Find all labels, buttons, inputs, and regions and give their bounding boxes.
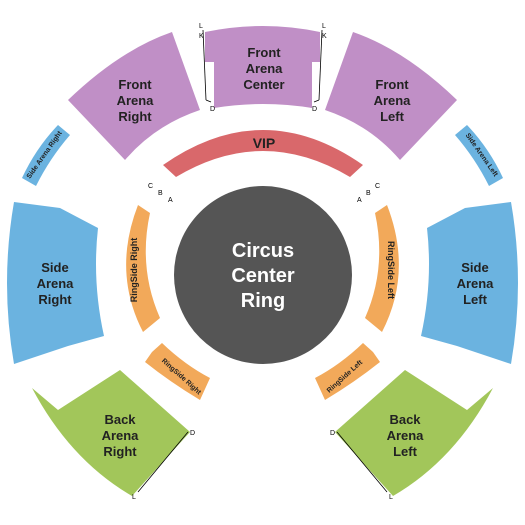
center-label-line2: Center xyxy=(231,265,295,287)
section-ringside-right[interactable] xyxy=(126,205,160,332)
side-arena-left-line1: Side xyxy=(461,260,488,275)
section-ringside-left[interactable] xyxy=(365,205,399,332)
front-arena-center-line1: Front xyxy=(247,45,281,60)
side-arena-right-small-label: Side Arena Right xyxy=(26,130,64,181)
row-label-mid-left-A: A xyxy=(168,197,173,204)
row-label-bottom-left-D: D xyxy=(190,430,195,437)
side-arena-left-line3: Left xyxy=(463,292,488,307)
row-label-mid-right-C: C xyxy=(375,183,380,190)
ringside-right-label: RingSide Right xyxy=(129,238,139,303)
section-back-arena-left[interactable] xyxy=(335,370,493,496)
section-side-arena-left[interactable] xyxy=(421,202,518,364)
circus-center-ring[interactable] xyxy=(174,186,352,364)
row-label-mid-right-A: A xyxy=(357,197,362,204)
front-arena-right-line1: Front xyxy=(118,77,152,92)
row-label-top-right-K: K xyxy=(322,33,327,40)
side-arena-right-line2: Arena xyxy=(37,276,75,291)
row-label-bottom-left-L: L xyxy=(132,494,136,501)
section-vip[interactable] xyxy=(163,130,363,177)
row-line-top-left xyxy=(202,29,207,101)
side-arena-left-line2: Arena xyxy=(457,276,495,291)
back-arena-right-line3: Right xyxy=(103,444,137,459)
center-label-line1: Circus xyxy=(232,240,294,262)
back-arena-left-line2: Arena xyxy=(387,428,425,443)
row-label-top-right-L: L xyxy=(322,23,326,30)
row-label-top-left-L: L xyxy=(199,23,203,30)
row-label-bottom-right-L: L xyxy=(389,494,393,501)
row-label-top-left-D: D xyxy=(210,106,215,113)
front-arena-right-line3: Right xyxy=(118,109,152,124)
side-arena-right-line1: Side xyxy=(41,260,68,275)
center-label-line3: Ring xyxy=(241,290,285,312)
row-label-top-right-D: D xyxy=(312,106,317,113)
row-line-bottom-right xyxy=(336,431,388,493)
section-front-arena-right[interactable] xyxy=(68,32,200,160)
row-line-top-right xyxy=(318,29,323,101)
row-label-mid-left-C: C xyxy=(148,183,153,190)
back-arena-right-line2: Arena xyxy=(102,428,140,443)
row-line-top-left-d xyxy=(205,99,212,103)
section-front-arena-center[interactable] xyxy=(205,26,320,108)
section-side-arena-right[interactable] xyxy=(7,202,104,364)
row-line-top-right-d xyxy=(313,99,320,103)
front-arena-center-line2: Arena xyxy=(246,61,284,76)
section-front-arena-left[interactable] xyxy=(325,32,457,160)
row-label-mid-right-B: B xyxy=(366,190,371,197)
section-back-arena-right[interactable] xyxy=(32,370,190,496)
section-vip-label: VIP xyxy=(253,135,276,151)
row-lines xyxy=(137,29,388,493)
section-side-arena-left-small[interactable] xyxy=(455,125,503,186)
front-arena-left-line2: Arena xyxy=(374,93,412,108)
back-arena-left-line3: Left xyxy=(393,444,418,459)
section-ringside-right-small[interactable] xyxy=(145,343,210,400)
back-arena-right-line1: Back xyxy=(104,412,136,427)
row-line-bottom-left xyxy=(137,431,189,493)
row-label-mid-left-B: B xyxy=(158,190,163,197)
side-arena-right-line3: Right xyxy=(38,292,72,307)
row-label-bottom-right-D: D xyxy=(330,430,335,437)
section-ringside-left-small[interactable] xyxy=(315,343,380,400)
front-arena-left-line3: Left xyxy=(380,109,405,124)
front-arena-right-line2: Arena xyxy=(117,93,155,108)
section-side-arena-right-small[interactable] xyxy=(22,125,70,186)
front-arena-center-line3: Center xyxy=(243,77,284,92)
ringside-left-label: RingSide Left xyxy=(386,241,396,299)
back-arena-left-line1: Back xyxy=(389,412,421,427)
front-arena-left-line1: Front xyxy=(375,77,409,92)
row-label-top-left-K: K xyxy=(199,33,204,40)
